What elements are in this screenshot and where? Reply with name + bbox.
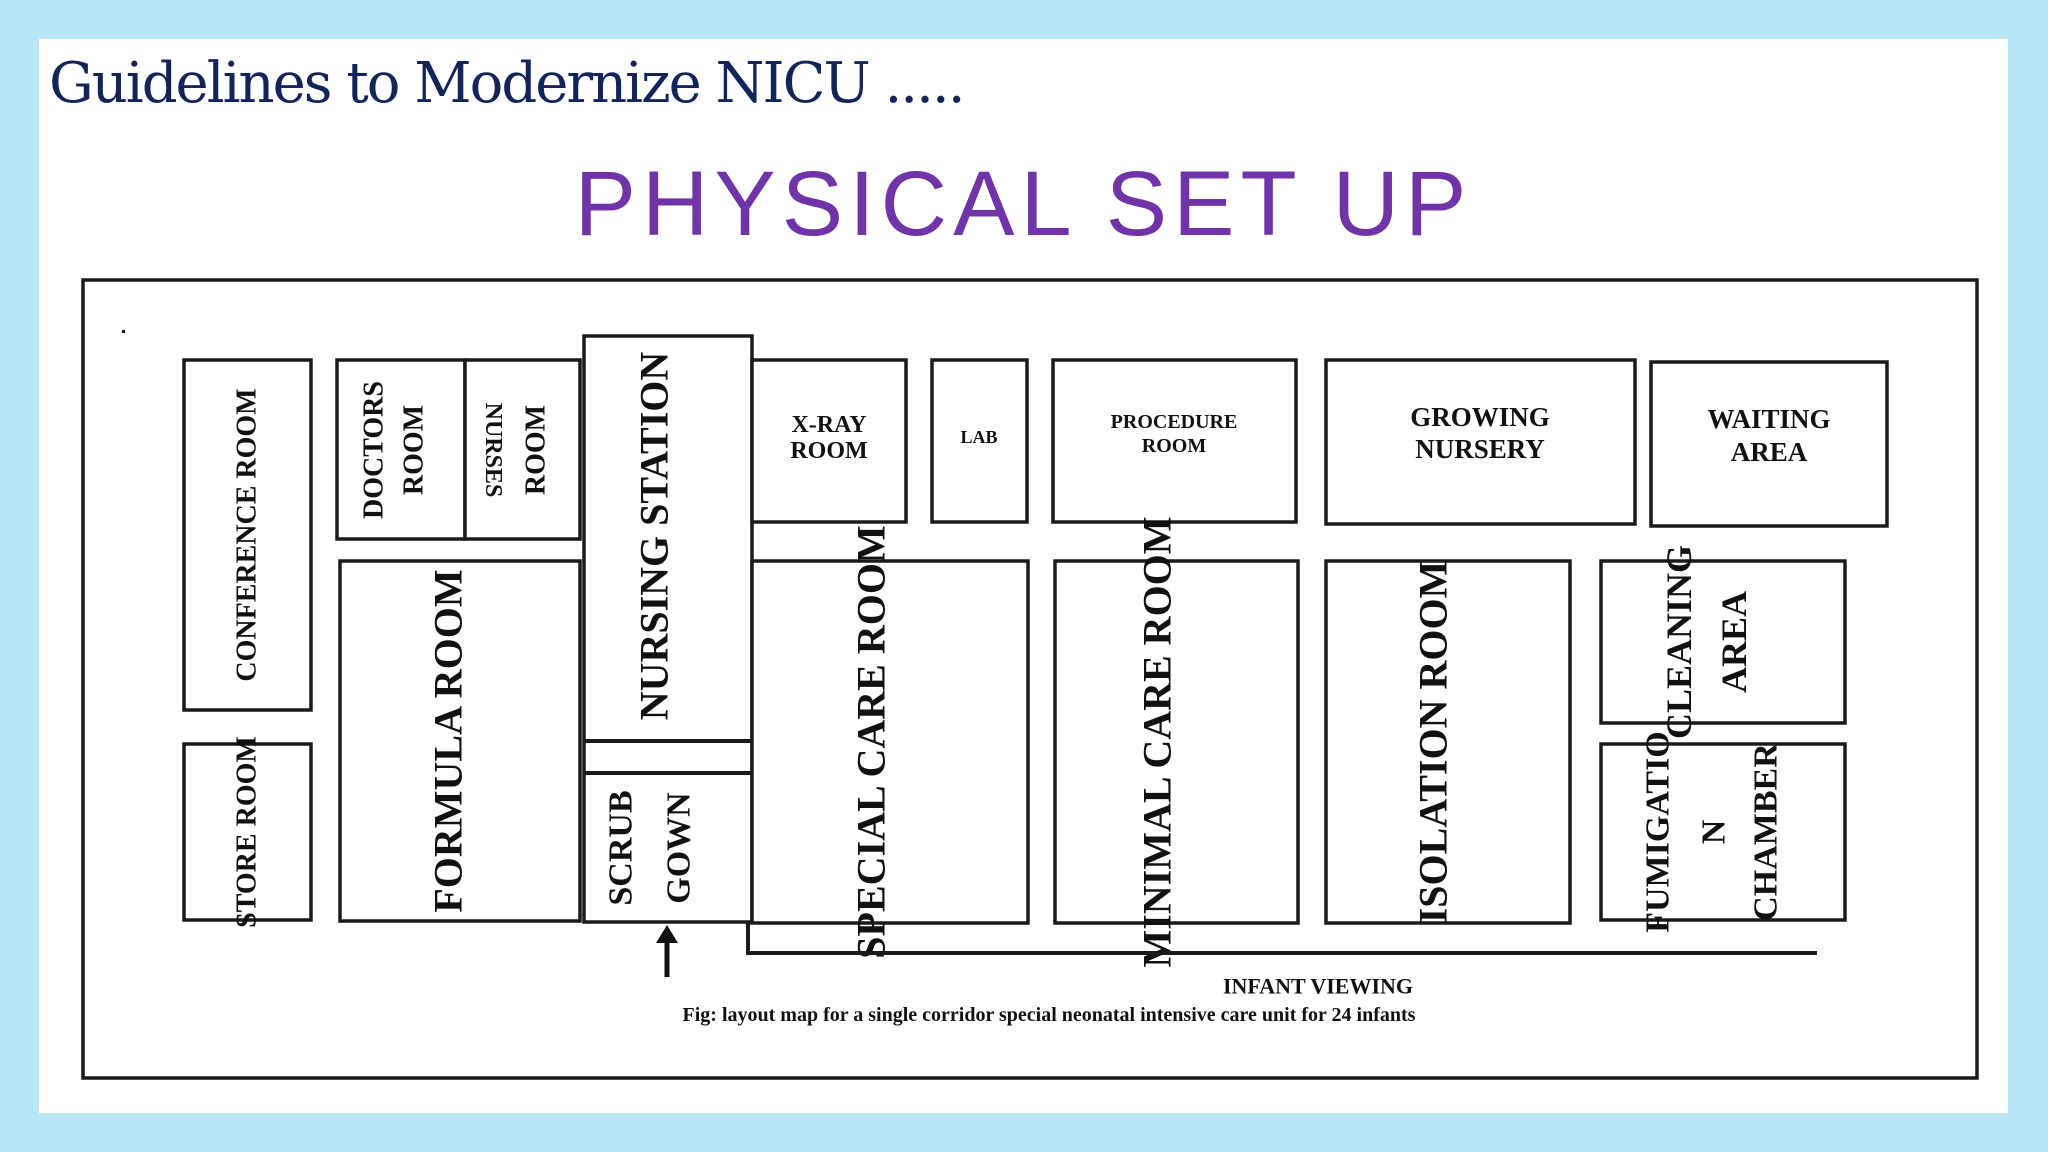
fumigation-chamber-label-2: N <box>1696 819 1733 844</box>
isolation-room-label: ISOLATION ROOM <box>1411 561 1456 924</box>
growing-nursery <box>1324 358 1637 526</box>
conference-room <box>182 358 313 712</box>
lab <box>930 358 1029 524</box>
corridor-wall <box>746 923 1817 955</box>
nurses-room <box>463 358 582 541</box>
nurses-room-label-2: ROOM <box>521 405 552 495</box>
lab-label: LAB <box>960 427 997 447</box>
xray-room-label-2: ROOM <box>790 438 867 464</box>
waiting-area-label-1: WAITING <box>1707 404 1830 434</box>
corridor-label: INFANT VIEWING <box>1223 974 1413 999</box>
nursing-station-block <box>582 334 754 924</box>
slide: Guidelines to Modernize NICU ..... PHYSI… <box>39 39 2008 1113</box>
growing-nursery-label-2: NURSERY <box>1415 434 1545 464</box>
procedure-room-label-1: PROCEDURE <box>1111 411 1238 433</box>
isolation-room <box>1324 559 1572 925</box>
conference-room-label: CONFERENCE ROOM <box>232 388 263 681</box>
waiting-area <box>1649 360 1889 528</box>
doctors-room-label-2: ROOM <box>399 405 430 495</box>
cleaning-area-label-2: AREA <box>1714 591 1754 693</box>
scrub-gown-label-1: SCRUB <box>603 790 640 905</box>
minimal-care-room <box>1053 559 1300 925</box>
stray-dot <box>122 330 125 333</box>
waiting-area-label-2: AREA <box>1731 437 1808 467</box>
formula-room-label: FORMULA ROOM <box>426 569 471 912</box>
floor-plan-diagram: CONFERENCE ROOM STORE ROOM DOCTORS ROOM … <box>81 278 1979 1080</box>
store-room <box>182 742 313 922</box>
xray-room <box>750 358 908 524</box>
doctors-room <box>335 358 467 541</box>
entry-arrow-head <box>656 925 678 943</box>
special-care-room <box>750 559 1030 925</box>
doctors-room-label-1: DOCTORS <box>359 381 390 519</box>
nursing-station-label: NURSING STATION <box>632 352 677 721</box>
nurses-room-label-1: NURSES <box>480 403 506 498</box>
cleaning-area-label-1: CLEANING <box>1659 545 1699 739</box>
fumigation-chamber-label-3: CHAMBER <box>1748 743 1785 921</box>
fumigation-chamber <box>1599 742 1847 922</box>
special-care-room-label: SPECIAL CARE ROOM <box>849 525 894 958</box>
xray-room-label-1: X-RAY <box>791 412 866 438</box>
figure-caption: Fig: layout map for a single corridor sp… <box>683 1004 1416 1026</box>
scrub-gown-label-2: GOWN <box>661 792 698 904</box>
procedure-room <box>1051 358 1298 524</box>
growing-nursery-label-1: GROWING <box>1410 402 1550 432</box>
slide-title: Guidelines to Modernize NICU ..... <box>49 51 965 116</box>
store-room-label: STORE ROOM <box>232 736 263 928</box>
formula-room <box>338 559 582 923</box>
procedure-room-label-2: ROOM <box>1142 435 1207 457</box>
cleaning-area <box>1599 559 1847 725</box>
minimal-care-room-label: MINIMAL CARE ROOM <box>1135 516 1180 967</box>
fumigation-chamber-label-1: FUMIGATIO <box>1640 731 1677 932</box>
section-title: PHYSICAL SET UP <box>574 153 1473 255</box>
